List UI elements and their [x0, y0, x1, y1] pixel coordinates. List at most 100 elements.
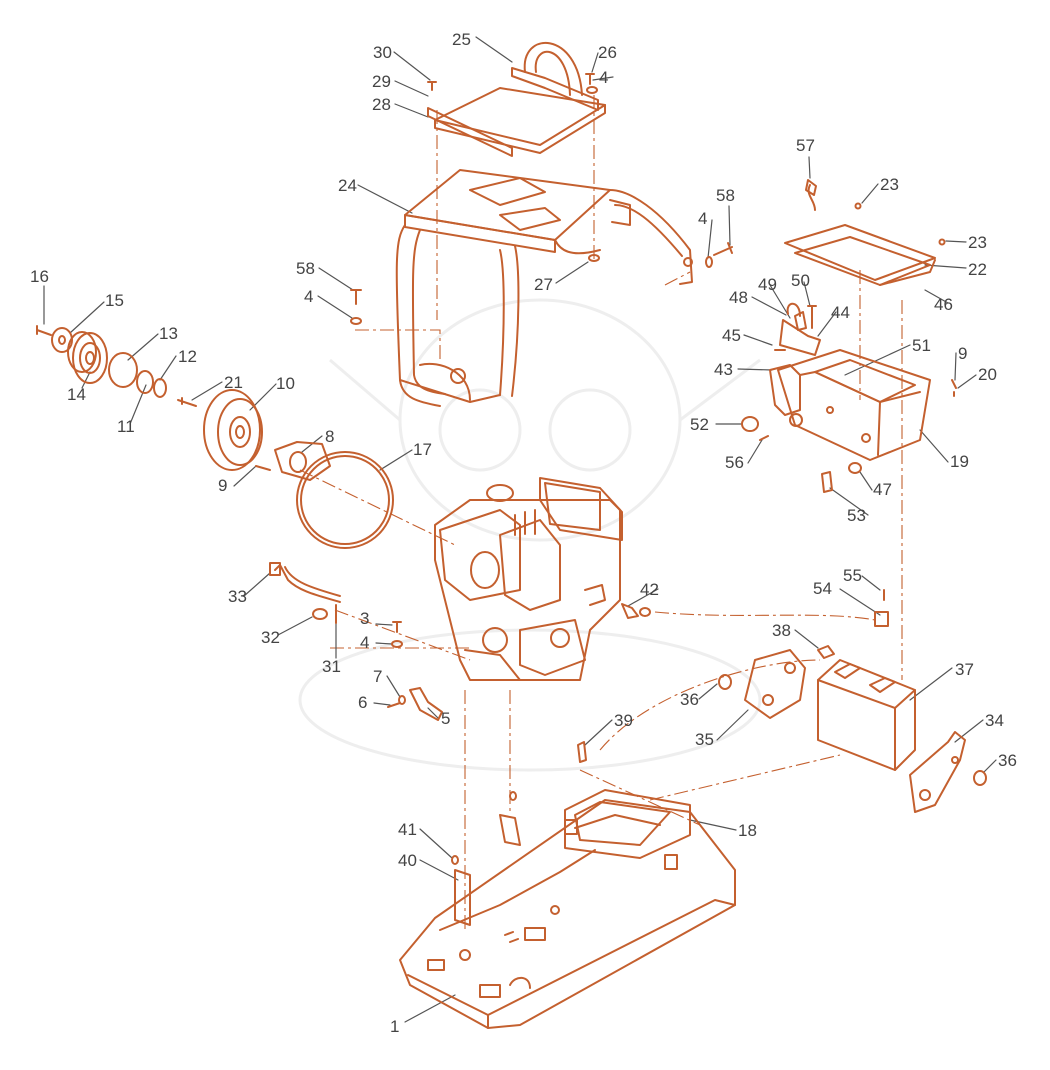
callout-3: 3	[360, 609, 369, 628]
leader-line	[743, 334, 773, 346]
callout-51: 51	[912, 336, 931, 355]
leader-line	[728, 205, 731, 246]
leader-line	[861, 575, 881, 591]
watermark-mascot	[298, 298, 762, 772]
callout-50: 50	[791, 271, 810, 290]
callout-37: 37	[955, 660, 974, 679]
leader-line	[277, 616, 313, 636]
callout-30: 30	[373, 43, 392, 62]
leader-line	[427, 707, 439, 719]
leader-line	[419, 859, 459, 881]
callout-48: 48	[729, 288, 748, 307]
leader-line	[584, 719, 613, 746]
callout-35: 35	[695, 730, 714, 749]
leader-line	[844, 344, 911, 376]
leader-line	[379, 449, 413, 471]
callout-1: 1	[390, 1017, 399, 1036]
callout-26: 26	[598, 43, 617, 62]
leader-line	[817, 311, 837, 337]
leader-line	[716, 709, 749, 741]
callout-11: 11	[117, 417, 135, 436]
callout-42: 42	[640, 580, 659, 599]
leader-line	[909, 667, 953, 701]
leader-line	[707, 219, 713, 259]
callout-31: 31	[322, 657, 341, 676]
diesel-engine	[434, 477, 623, 681]
leader-line	[375, 642, 393, 645]
callout-labels: 1 3 4 4 4 4 5 6 7 8 9 9 10 11 12 13 14 1…	[30, 30, 1017, 1036]
leader-line	[317, 295, 353, 319]
callout-17: 17	[413, 440, 432, 459]
leader-line	[159, 355, 177, 381]
battery-group	[577, 589, 987, 813]
callout-36a: 36	[680, 690, 699, 709]
leader-line	[954, 719, 984, 743]
callout-18: 18	[738, 821, 757, 840]
callout-21: 21	[224, 373, 243, 392]
callout-47: 47	[873, 480, 892, 499]
callout-43: 43	[714, 360, 733, 379]
leader-line	[747, 439, 763, 464]
leader-line	[698, 683, 718, 700]
callout-12: 12	[178, 347, 197, 366]
top-cover-plate	[434, 87, 606, 154]
callout-46: 46	[934, 295, 953, 314]
leader-line	[954, 352, 957, 381]
leader-line	[243, 572, 271, 597]
leader-line	[318, 267, 354, 291]
callout-56: 56	[725, 453, 744, 472]
leader-line	[591, 52, 599, 73]
leader-line	[386, 675, 401, 698]
leader-line	[375, 623, 393, 626]
fasteners-top	[350, 73, 733, 325]
mounting-bar	[427, 107, 513, 157]
callout-29: 29	[372, 72, 391, 91]
leader-line	[393, 51, 431, 81]
lifting-handle	[511, 41, 599, 111]
leader-line	[769, 284, 791, 319]
leader-line	[945, 240, 967, 243]
leader-line	[627, 588, 659, 607]
leader-line	[69, 301, 105, 334]
leader-line	[808, 156, 811, 179]
callout-33: 33	[228, 587, 247, 606]
callout-4c: 4	[304, 287, 313, 306]
callout-4b: 4	[698, 209, 707, 228]
callout-40: 40	[398, 851, 417, 870]
leader-line	[592, 76, 614, 81]
control-box-assembly	[741, 179, 957, 493]
callout-44: 44	[831, 303, 850, 322]
callout-58a: 58	[716, 186, 735, 205]
callout-4d: 4	[360, 633, 369, 652]
leader-line	[919, 429, 949, 463]
callout-15: 15	[105, 291, 124, 310]
callout-32: 32	[261, 628, 280, 647]
leader-line	[859, 471, 873, 491]
callout-6: 6	[358, 693, 367, 712]
callout-13: 13	[159, 324, 178, 343]
callout-5: 5	[441, 709, 450, 728]
callout-34: 34	[985, 711, 1004, 730]
callout-53: 53	[847, 506, 866, 525]
callout-38: 38	[772, 621, 791, 640]
callout-23b: 23	[968, 233, 987, 252]
leader-line	[829, 487, 869, 516]
callout-14: 14	[67, 385, 86, 404]
leader-line	[394, 103, 429, 118]
leader-line	[861, 183, 879, 204]
leader-line	[803, 281, 811, 307]
callout-54: 54	[813, 579, 832, 598]
base-plate	[399, 789, 736, 1029]
leader-line	[233, 465, 257, 487]
leader-line	[394, 80, 429, 97]
callout-20: 20	[978, 365, 997, 384]
leader-line	[191, 381, 223, 401]
callout-7: 7	[373, 667, 382, 686]
leader-line	[555, 261, 589, 284]
leader-line	[373, 702, 391, 706]
callout-24: 24	[338, 176, 357, 195]
leader-line	[737, 368, 773, 371]
callout-49: 49	[758, 275, 777, 294]
